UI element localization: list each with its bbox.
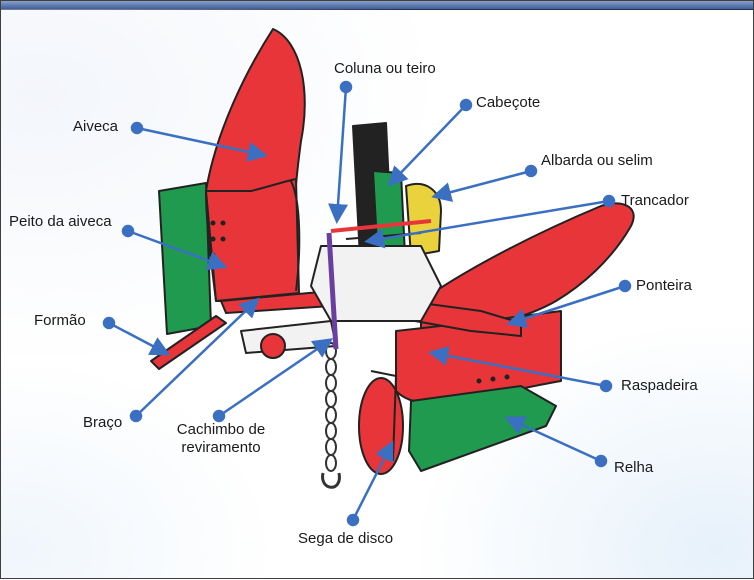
lever (241, 321, 336, 353)
label-peito: Peito da aiveca (9, 213, 112, 231)
label-albarda: Albarda ou selim (541, 152, 653, 170)
pointer-relha (509, 419, 606, 466)
label-trancador: Trancador (621, 192, 689, 210)
pointer-cabecote (391, 100, 471, 183)
label-cabecote: Cabeçote (476, 94, 540, 112)
label-coluna: Coluna ou teiro (334, 60, 436, 78)
label-sega: Sega de disco (298, 530, 393, 548)
pointer-coluna (337, 82, 351, 219)
right-share (409, 386, 556, 471)
pointer-formao (104, 318, 166, 353)
pointer-albarda (436, 166, 536, 196)
label-cachimbo-line1: Cachimbo de (151, 421, 291, 439)
chain (326, 343, 336, 471)
label-ponteira: Ponteira (636, 277, 692, 295)
label-aiveca: Aiveca (73, 118, 118, 136)
lever-knob (261, 334, 285, 358)
moldboard-breast (206, 179, 299, 301)
label-cachimbo-line2: reviramento (151, 439, 291, 457)
hook (323, 473, 340, 487)
label-cachimbo: Cachimbo de reviramento (151, 421, 291, 457)
label-raspadeira: Raspadeira (621, 377, 698, 395)
label-relha: Relha (614, 459, 653, 477)
label-braco: Braço (83, 414, 122, 432)
label-formao: Formão (34, 312, 86, 330)
